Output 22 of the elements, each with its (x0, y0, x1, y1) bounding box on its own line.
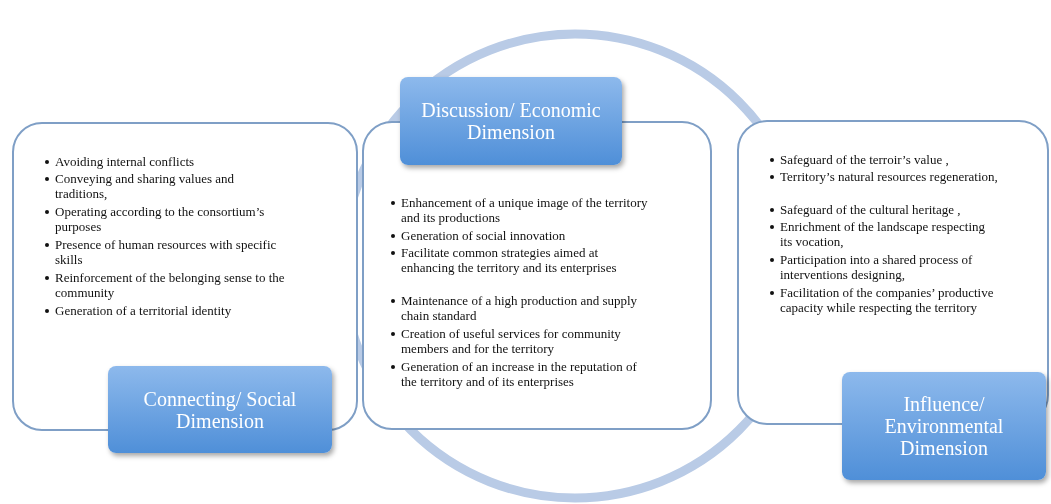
bullet-item: Presence of human resources with specific skills (44, 237, 285, 267)
bullet-item: Generation of social innovation (390, 228, 651, 243)
bullet-item: Enrichment of the landscape respecting its vocation, (769, 219, 1000, 249)
bullet-item: Generation of a territorial identity (44, 303, 285, 318)
bullet-item: Reinforcement of the belonging sense to the community (44, 270, 285, 300)
dimension-heading-box: Influence/ Environmental Dimension (842, 372, 1046, 480)
bullet-item: Enhancement of a unique image of the territory and its productions (390, 195, 651, 225)
bullet-item: Participation into a shared process of interventions designing, (769, 252, 1000, 282)
bullet-item: Avoiding internal conflicts (44, 154, 285, 169)
rounded-panel (362, 121, 712, 430)
bullet-item: Maintenance of a high production and supply chain standard (390, 293, 651, 323)
bullet-item: Generation of an increase in the reputation of the territory and of its enterprises (390, 359, 651, 389)
bullet-item: Creation of useful services for community members and for the territory (390, 326, 651, 356)
dimension-heading-box: Discussion/ Economic Dimension (400, 77, 622, 165)
bullet-item: Safeguard of the cultural heritage , (769, 202, 1000, 217)
bullet-item: Facilitate common strategies aimed at enhancing the territory and its enterprises (390, 245, 651, 275)
bullet-item: Operating according to the consortium’s purposes (44, 204, 285, 234)
bullet-item: Facilitation of the companies’ productive capacity while respecting the territory (769, 285, 1000, 315)
dimension-heading-box: Connecting/ Social Dimension (108, 366, 332, 453)
bullet-item: Safeguard of the terroir’s value , (769, 152, 1000, 167)
bullet-item: Territory’s natural resources regeneration, (769, 169, 1000, 184)
bullet-item: Conveying and sharing values and traditions, (44, 171, 285, 201)
